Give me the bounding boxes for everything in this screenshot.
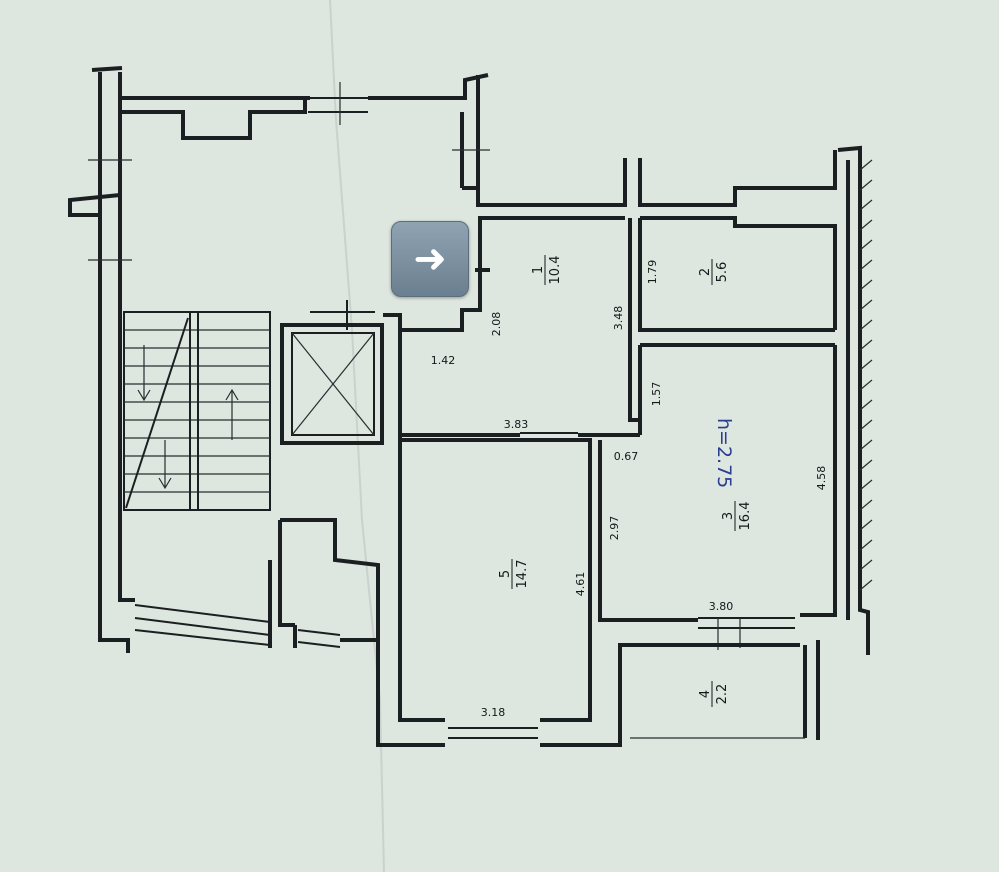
room-label-3: 3 16.4 — [721, 501, 753, 531]
utility-shaft — [134, 518, 380, 648]
arrow-right-icon: ➜ — [413, 236, 447, 282]
room-number: 1 — [531, 266, 546, 274]
dim-3-83: 3.83 — [504, 418, 529, 431]
room-area: 10.4 — [548, 256, 563, 285]
ceiling-height-note: h=2.75 — [713, 418, 735, 488]
room-area: 2.2 — [715, 684, 730, 705]
dimension-labels: 2.08 1.42 3.48 1.79 1.57 3.83 0.67 2.97 … — [431, 260, 828, 719]
dim-1-79: 1.79 — [646, 260, 659, 285]
elevator-shaft — [280, 300, 384, 445]
room-number: 3 — [721, 512, 736, 520]
dim-2-97: 2.97 — [608, 516, 621, 541]
room-label-1: 1 10.4 — [531, 255, 563, 285]
dim-0-67: 0.67 — [614, 450, 639, 463]
dim-4-61: 4.61 — [574, 572, 587, 597]
dim-1-42: 1.42 — [431, 354, 456, 367]
dim-3-80: 3.80 — [709, 600, 734, 613]
dim-4-58: 4.58 — [815, 466, 828, 491]
room-number: 4 — [698, 690, 713, 698]
dim-2-08: 2.08 — [490, 312, 503, 337]
dim-3-18: 3.18 — [481, 706, 506, 719]
room-number: 2 — [698, 268, 713, 276]
room-label-4: 4 2.2 — [698, 681, 730, 707]
paper-crease — [329, 0, 385, 872]
next-arrow-button[interactable]: ➜ — [391, 221, 469, 297]
room-area: 14.7 — [515, 560, 530, 589]
staircase — [123, 311, 271, 511]
room-label-5: 5 14.7 — [498, 559, 530, 589]
dim-1-57: 1.57 — [650, 382, 663, 407]
room-number: 5 — [498, 570, 513, 578]
apartment-walls — [376, 145, 873, 747]
room-area: 5.6 — [715, 262, 730, 283]
room-area: 16.4 — [738, 502, 753, 531]
room-label-2: 2 5.6 — [698, 259, 730, 285]
dim-3-48: 3.48 — [612, 306, 625, 331]
stair-hall — [68, 66, 490, 653]
